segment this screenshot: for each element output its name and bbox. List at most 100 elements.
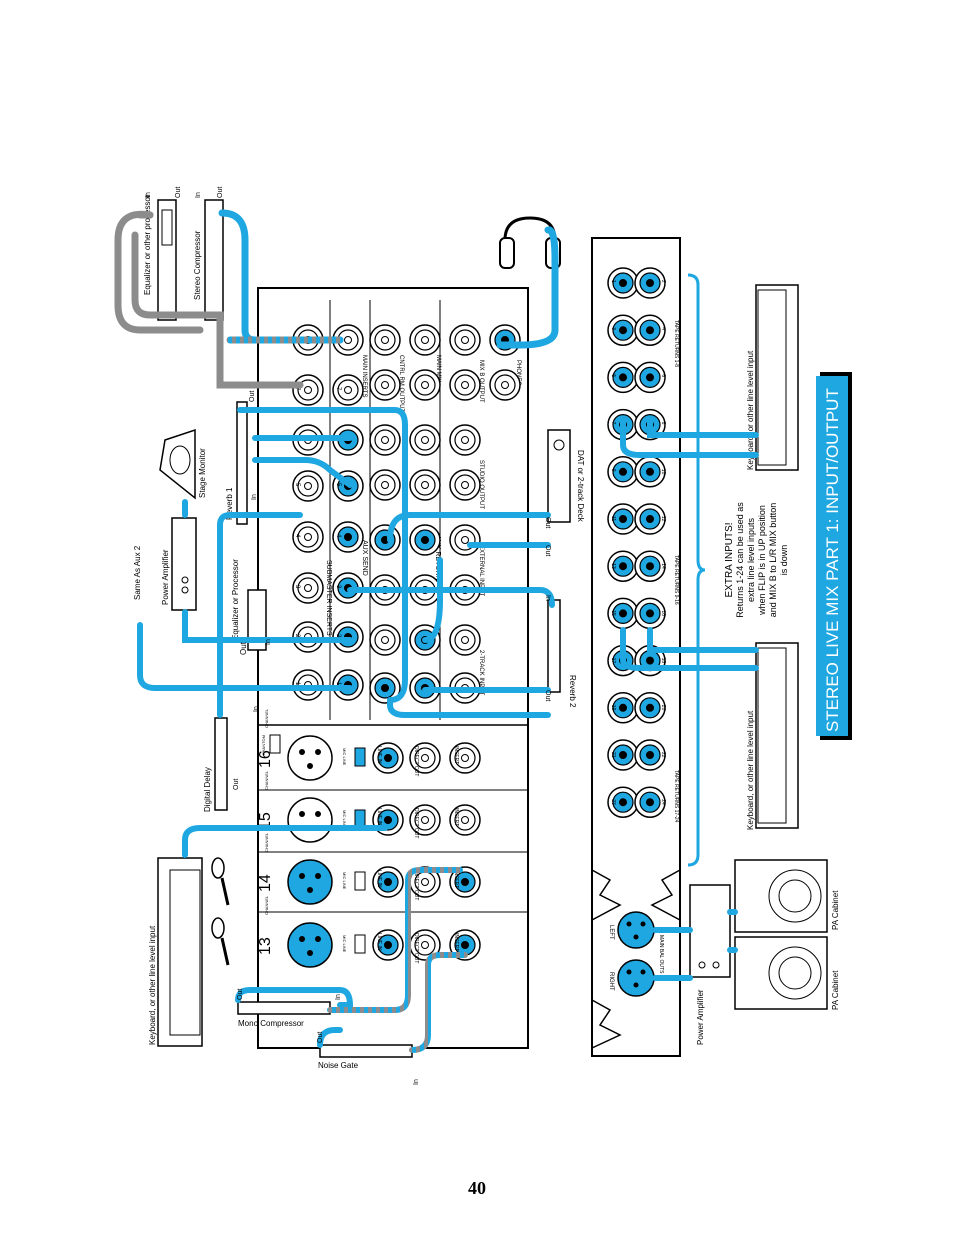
output-jack [409,424,441,456]
tape-return-number: 24 [660,799,666,805]
left-output-label: LEFT [608,925,614,940]
jack-number: 3 [335,585,341,589]
aux-send-jack [332,521,364,553]
eq-processor-mid-label: Equalizer or Processor [231,559,240,640]
cable-tape15 [620,627,759,671]
out-tag: Out [233,779,240,790]
extra-inputs-note: EXTRA INPUTS!Returns 1-24 can be used as… [724,502,789,618]
extra-inputs-line: EXTRA INPUTS! [724,522,735,597]
tape-return-jack [607,550,639,582]
cable-reverb2-a [347,587,555,608]
tape-return-jack [607,786,639,818]
jack-number: 1 [335,682,341,686]
in-tag: In [265,639,272,645]
tape-return-number: 6 [660,374,666,377]
output-jack [369,624,401,656]
cable-reverb2-c [422,557,443,643]
cable-digital-delay [217,512,303,718]
out-tag: Out [175,187,182,198]
output-jack [489,324,521,356]
tape-return-jack [607,314,639,346]
mic-line-label: MIC LINE [342,810,347,828]
jack-number: 7 [294,387,300,391]
insert-label: INSERT [453,933,459,951]
tape-return-number: 9 [610,469,616,472]
output-jack [369,469,401,501]
cable-aux-to-amp [182,609,353,643]
noise-gate-unit [319,1044,413,1058]
jack-number: 4 [294,534,300,538]
tape-return-jack [607,267,639,299]
tape-return-jack [634,267,666,299]
extra-inputs-line: when FLIP is in UP position [757,505,767,616]
reverb-2-unit [547,599,561,693]
tape-returns-17-24-label: TAPE RETURNS 17-24 [673,770,679,823]
right-output-label: RIGHT [608,972,614,991]
submaster-insert-jack [292,470,324,502]
submaster-insert-jack [292,572,324,604]
page-title: STEREO LIVE MIX PART 1: INPUT/OUTPUT [823,388,842,732]
output-jack [449,624,481,656]
microphone-2 [211,917,230,966]
pa-cabinet-2 [734,936,828,1010]
studio-output-label: STUDIO OUTPUT [478,460,484,509]
in-tag: In [413,1079,420,1085]
direct-out-jack [409,929,441,961]
mic-line-label: MIC LINE [342,748,347,766]
insert-jack [449,742,481,774]
tape-return-jack [634,314,666,346]
tape-returns-9-16-label: TAPE RETURNS 9-16 [673,555,679,605]
tape-return-jack [634,692,666,724]
eq-processor-mid-unit [247,589,267,651]
tape-return-number: 16 [660,610,666,616]
keyboard-left [157,857,203,1047]
pa-cabinet-1 [734,859,828,933]
tape-return-jack [607,456,639,488]
jack-number: 2 [294,634,300,638]
line-in-label: LINE IN [376,933,382,951]
cable-phones [496,226,559,349]
cable-reverb2-d [387,697,551,718]
tape-return-number: 11 [610,516,616,521]
tape-return-number: 10 [660,469,666,475]
mic-line-label: MIC LINE [342,872,347,890]
dat-deck-label: DAT or 2-track Deck [576,450,585,523]
out-tag: Out [544,690,551,701]
reverb-1-label: Reverb 1 [225,487,234,520]
insert-jack [449,804,481,836]
reverb-1-unit [236,401,248,525]
out-tag: Out [217,187,224,198]
tape-return-number: 5 [610,374,616,377]
channel-number: 16 [257,750,274,768]
tape-return-jack [634,456,666,488]
phones-label: PHONES [515,360,521,385]
stage-monitor-label: Stage Monitor [198,448,207,498]
cable-noise-gate [409,952,468,1053]
tape-returns-1-8-label: TAPE RETURNS 1-8 [673,320,679,367]
stage-monitor [159,428,196,500]
channel-label: CHANNEL [264,895,269,915]
output-jack [449,424,481,456]
cable-gray-loop [114,210,204,334]
out-tag: Out [544,545,551,556]
pa-cabinet-2-label: PA Cabinet [831,970,840,1010]
line-in-jack [372,929,404,961]
reverb-2-label: Reverb 2 [568,675,577,708]
in-tag: In [195,192,202,198]
cable-gray-loop-2 [131,211,304,389]
tape-return-jack [634,503,666,535]
main-bal-outs-label: MAIN BAL OUTS [658,935,664,974]
tape-return-number: 13 [610,563,616,569]
extra-inputs-line: Returns 1-24 can be used as [735,502,745,618]
channel-label: CHANNEL [264,832,269,852]
output-jack [449,324,481,356]
output-jack [489,369,521,401]
direct-out-label: DIRECT OUT [413,870,419,900]
mic-line-label: MIC LINE [342,935,347,953]
jack-number: 7 [335,387,341,391]
digital-delay-label: Digital Delay [203,767,212,812]
cable-same-as-aux2 [137,622,353,691]
